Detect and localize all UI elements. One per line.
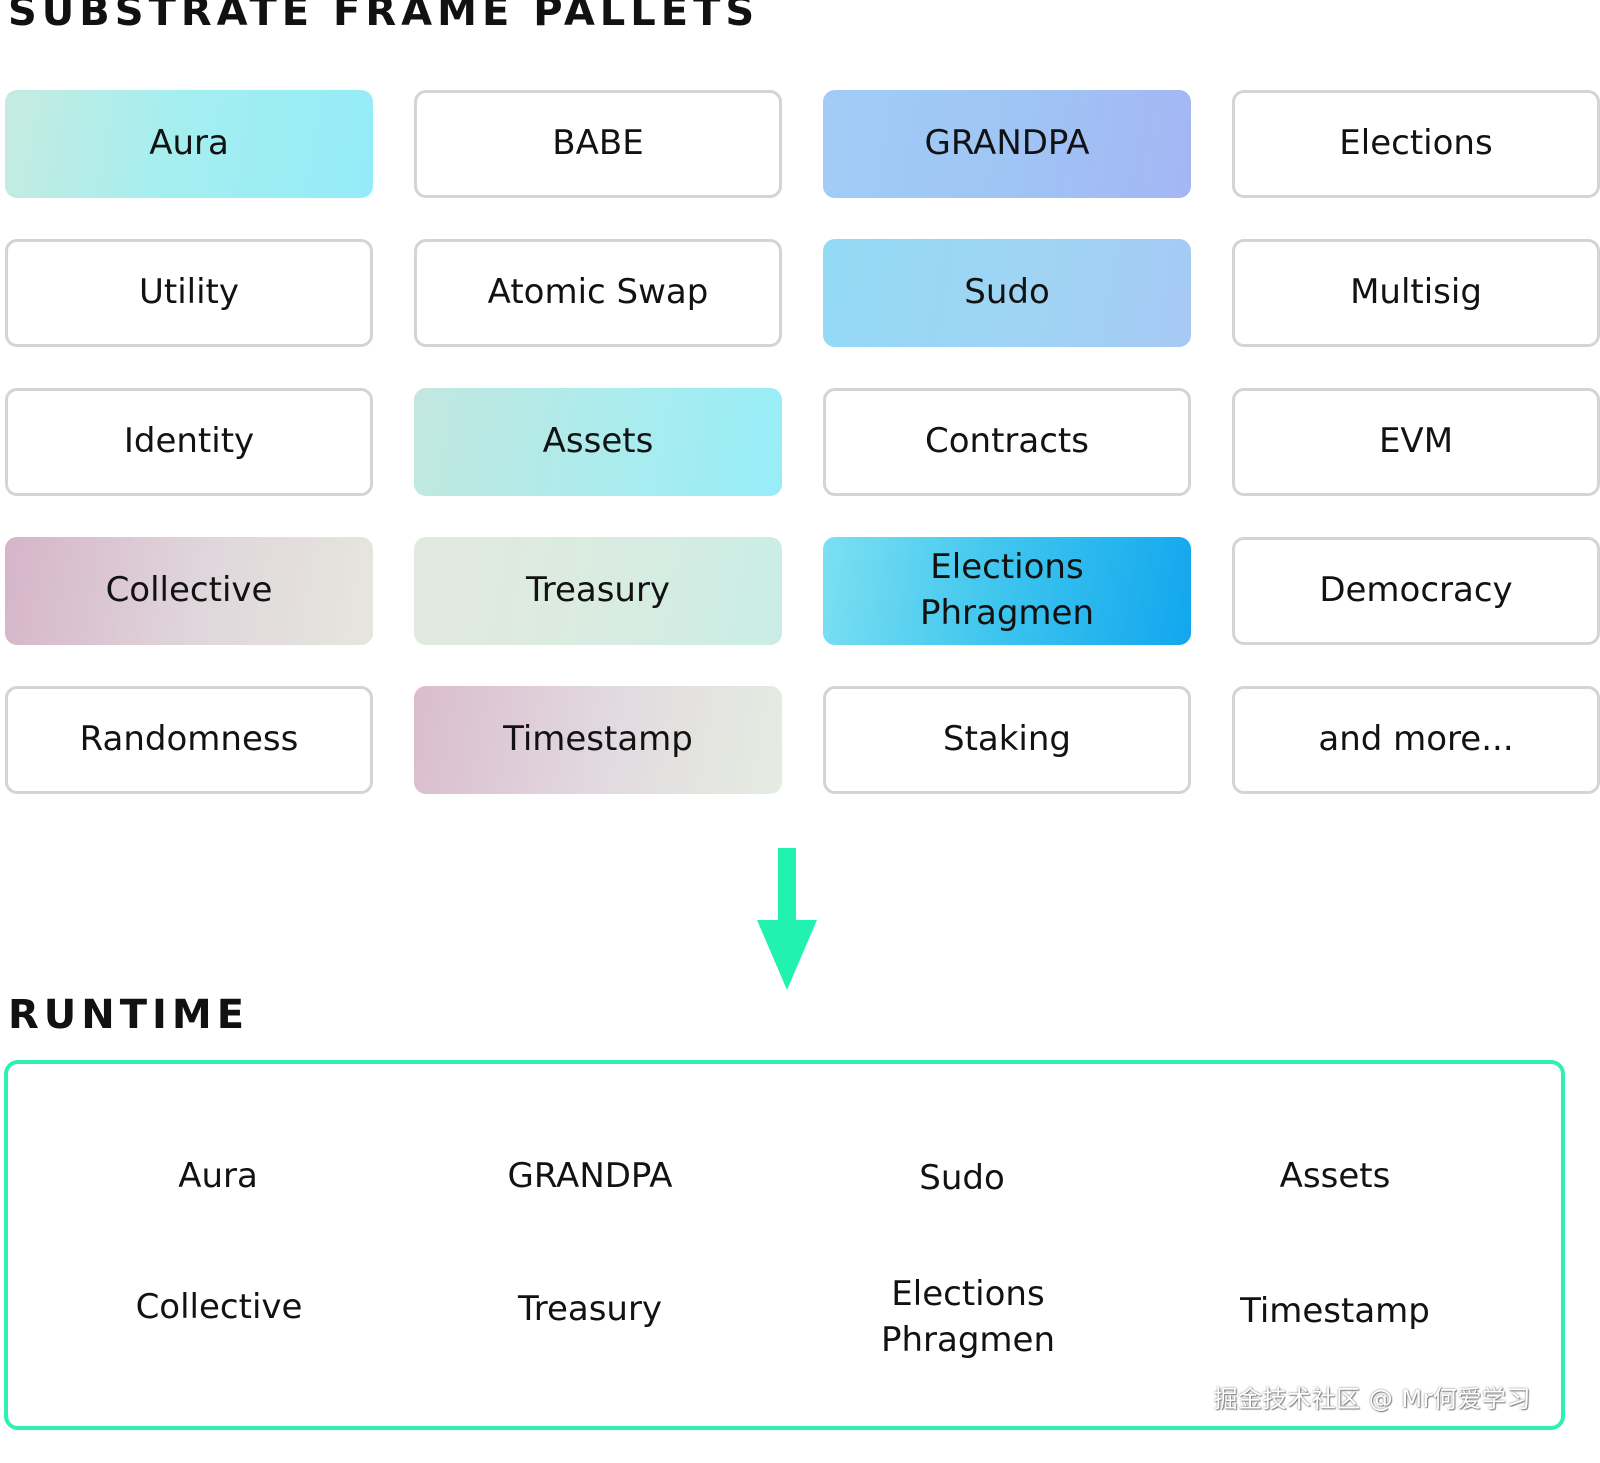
pallet-label: Identity <box>124 419 254 465</box>
pallet-label-line: Timestamp <box>503 719 693 760</box>
pallet-box: Assets <box>414 388 782 496</box>
pallet-label-line: Randomness <box>79 719 299 760</box>
pallet-box: Timestamp <box>414 686 782 794</box>
pallet-label: Aura <box>149 121 229 167</box>
pallet-label-line: and more... <box>1318 719 1514 760</box>
pallet-label-line: Democracy <box>1319 570 1513 611</box>
runtime-box: Aura GRANDPA Sudo Assets Collective Trea… <box>4 1060 1565 1430</box>
pallet-box: Contracts <box>823 388 1191 496</box>
watermark-text: 掘金技术社区 @ Mr何爱学习 <box>1213 1385 1531 1413</box>
arrow-head <box>757 920 817 990</box>
runtime-item-line: Aura <box>178 1156 258 1196</box>
runtime-section-title: RUNTIME <box>8 992 250 1038</box>
pallet-label-line: Sudo <box>964 272 1050 313</box>
pallet-label: Treasury <box>526 568 670 614</box>
pallet-box: Sudo <box>823 239 1191 347</box>
runtime-item-line: Collective <box>135 1287 303 1327</box>
pallet-box: Atomic Swap <box>414 239 782 347</box>
pallet-box: Treasury <box>414 537 782 645</box>
runtime-item-line: GRANDPA <box>507 1156 673 1196</box>
pallet-label: GRANDPA <box>924 121 1089 167</box>
pallet-box: GRANDPA <box>823 90 1191 198</box>
pallet-box: EVM <box>1232 388 1600 496</box>
pallet-label: and more... <box>1318 717 1513 763</box>
runtime-item-line: Phragmen <box>880 1319 1056 1360</box>
pallet-box: and more... <box>1232 686 1600 794</box>
pallet-label: Collective <box>106 568 273 614</box>
pallet-box: Aura <box>5 90 373 198</box>
pallet-label-line: GRANDPA <box>924 123 1090 164</box>
pallet-label-line: EVM <box>1378 421 1454 462</box>
pallet-box: Multisig <box>1232 239 1600 347</box>
arrow-shaft <box>778 848 796 928</box>
pallet-label: Elections <box>1339 121 1492 167</box>
pallet-label: Democracy <box>1319 568 1512 614</box>
pallet-label-line: Utility <box>138 272 239 313</box>
pallet-label-line: Assets <box>542 421 654 462</box>
pallet-label-line: Multisig <box>1350 272 1482 313</box>
pallet-label-line: Phragmen <box>919 593 1095 633</box>
pallet-label: EVM <box>1379 419 1453 465</box>
pallet-label: Atomic Swap <box>488 270 709 316</box>
pallet-label-line: BABE <box>552 123 644 164</box>
pallet-label: Timestamp <box>503 717 693 763</box>
runtime-item-line: Elections <box>891 1274 1045 1314</box>
runtime-item: Treasury <box>425 1287 755 1333</box>
runtime-item-line: Timestamp <box>1240 1291 1430 1331</box>
pallet-label: BABE <box>552 121 643 167</box>
pallet-box: Randomness <box>5 686 373 794</box>
pallet-label-line: Elections <box>930 547 1084 588</box>
pallet-label-line: Identity <box>123 421 255 462</box>
pallet-label: Utility <box>139 270 239 316</box>
runtime-item-line: Treasury <box>517 1289 663 1329</box>
runtime-item: Sudo <box>797 1156 1127 1202</box>
pallet-label-line: Aura <box>149 123 229 164</box>
runtime-item-line: Assets <box>1279 1156 1391 1196</box>
pallet-label-line: Collective <box>105 570 273 611</box>
pallet-label: Staking <box>943 717 1071 763</box>
runtime-item-line: Sudo <box>919 1158 1005 1198</box>
pallet-box: Democracy <box>1232 537 1600 645</box>
pallet-box: Utility <box>5 239 373 347</box>
pallet-box: Collective <box>5 537 373 645</box>
pallet-box: BABE <box>414 90 782 198</box>
pallet-label-line: Staking <box>942 719 1071 760</box>
pallet-label: Multisig <box>1350 270 1482 316</box>
pallet-label: Assets <box>543 419 654 465</box>
pallets-section-title: SUBSTRATE FRAME PALLETS <box>8 0 760 35</box>
pallet-box: Identity <box>5 388 373 496</box>
pallet-box: Staking <box>823 686 1191 794</box>
runtime-item: GRANDPA <box>425 1154 755 1200</box>
pallet-label-line: Elections <box>1339 123 1493 164</box>
pallet-label: Sudo <box>964 270 1050 316</box>
runtime-item: Aura <box>53 1154 383 1200</box>
pallet-label: Contracts <box>925 419 1089 465</box>
arrow-down-icon <box>757 848 817 990</box>
pallet-label-line: Atomic Swap <box>487 272 709 313</box>
pallet-label-line: Treasury <box>525 570 671 611</box>
runtime-item: Assets <box>1170 1154 1500 1200</box>
pallet-box: Elections <box>1232 90 1600 198</box>
pallet-label: Randomness <box>80 717 299 763</box>
runtime-item: Timestamp <box>1170 1289 1500 1335</box>
runtime-item: Collective <box>54 1285 384 1331</box>
pallet-label-line: Contracts <box>925 421 1089 462</box>
